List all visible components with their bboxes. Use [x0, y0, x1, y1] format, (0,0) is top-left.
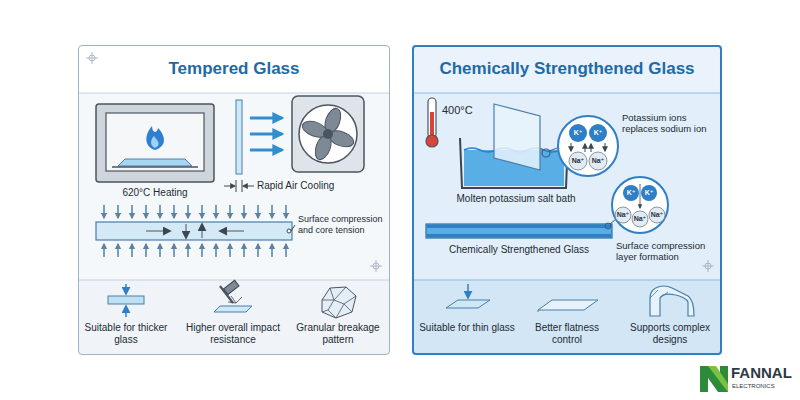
ion-label: K⁺	[620, 188, 642, 198]
feature-label: Better flatness control	[519, 322, 615, 346]
glass-panel: Tempered Glass	[78, 45, 390, 355]
temperature-label: 400°C	[442, 104, 486, 117]
callout-label: Surface compression and core tension	[298, 214, 388, 236]
logo-name: FANNAL	[731, 364, 795, 382]
panel-title: Tempered Glass	[79, 59, 389, 79]
feature-label: Suitable for thicker glass	[78, 322, 174, 346]
logo-subtitle: ELECTRONICS	[732, 383, 794, 390]
ion-label: K⁺	[567, 128, 589, 138]
ion-label: K⁺	[638, 188, 660, 198]
feature-label: Higher overall impact resistance	[185, 322, 281, 346]
callout-label: Surface compression layer formation	[616, 240, 720, 263]
callout-label: Potassium ions replaces sodium ion	[622, 112, 719, 135]
ion-label: Na⁺	[646, 210, 668, 220]
ion-label: Na⁺	[612, 210, 634, 220]
feature-label: Granular breakage pattern	[290, 322, 386, 346]
ion-label: Na⁺	[567, 156, 589, 166]
step-label: 620°C Heating	[98, 187, 212, 199]
panel-title: Chemically Strengthened Glass	[414, 59, 720, 79]
ion-label: K⁺	[587, 128, 609, 138]
ion-label: Na⁺	[629, 214, 651, 224]
feature-label: Supports complex designs	[622, 322, 718, 346]
ion-label: Na⁺	[587, 156, 609, 166]
part-label: Chemically Strengthened Glass	[424, 244, 614, 256]
step-label: Rapid Air Cooling	[257, 180, 367, 192]
step-label: Molten potassium salt bath	[438, 193, 594, 205]
feature-label: Suitable for thin glass	[419, 322, 515, 334]
